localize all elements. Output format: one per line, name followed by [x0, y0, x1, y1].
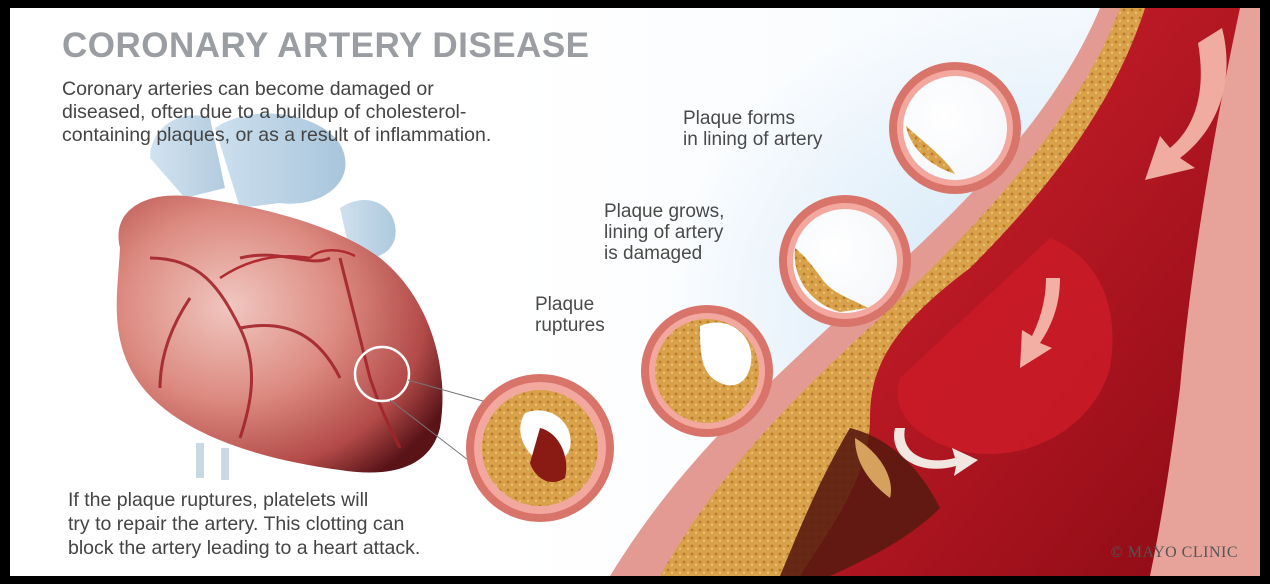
page-title: CORONARY ARTERY DISEASE	[62, 26, 590, 66]
stage-label-line: in lining of artery	[683, 129, 822, 150]
intro-text: Coronary arteries can become damaged or …	[62, 78, 622, 147]
stage-label-line: Plaque grows,	[604, 201, 724, 222]
intro-line: Coronary arteries can become damaged or	[62, 78, 622, 101]
intro-line: containing plaques, or as a result of in…	[62, 124, 622, 147]
footer-text: If the plaque ruptures, platelets will t…	[68, 488, 420, 560]
stage-1-cross-section	[889, 62, 1021, 194]
footer-line: If the plaque ruptures, platelets will	[68, 488, 420, 512]
stage-label-line: is damaged	[604, 243, 724, 264]
heart-illustration	[117, 114, 515, 480]
stage-label-plaque-forms: Plaque forms in lining of artery	[683, 108, 822, 150]
stage-label-plaque-grows: Plaque grows, lining of artery is damage…	[604, 201, 724, 264]
stage-label-plaque-ruptures: Plaque ruptures	[535, 294, 605, 336]
stage-label-line: ruptures	[535, 315, 605, 336]
footer-line: block the artery leading to a heart atta…	[68, 536, 420, 560]
copyright-credit: © MAYO CLINIC	[1111, 544, 1238, 562]
stage-4-cross-section	[466, 374, 614, 522]
stage-3-cross-section	[641, 305, 773, 437]
stage-2-cross-section	[779, 195, 911, 327]
stage-label-line: Plaque	[535, 294, 605, 315]
intro-line: diseased, often due to a buildup of chol…	[62, 101, 622, 124]
stage-label-line: lining of artery	[604, 222, 724, 243]
stage-label-line: Plaque forms	[683, 108, 822, 129]
illustration-frame: CORONARY ARTERY DISEASE Coronary arterie…	[10, 8, 1260, 576]
footer-line: try to repair the artery. This clotting …	[68, 512, 420, 536]
